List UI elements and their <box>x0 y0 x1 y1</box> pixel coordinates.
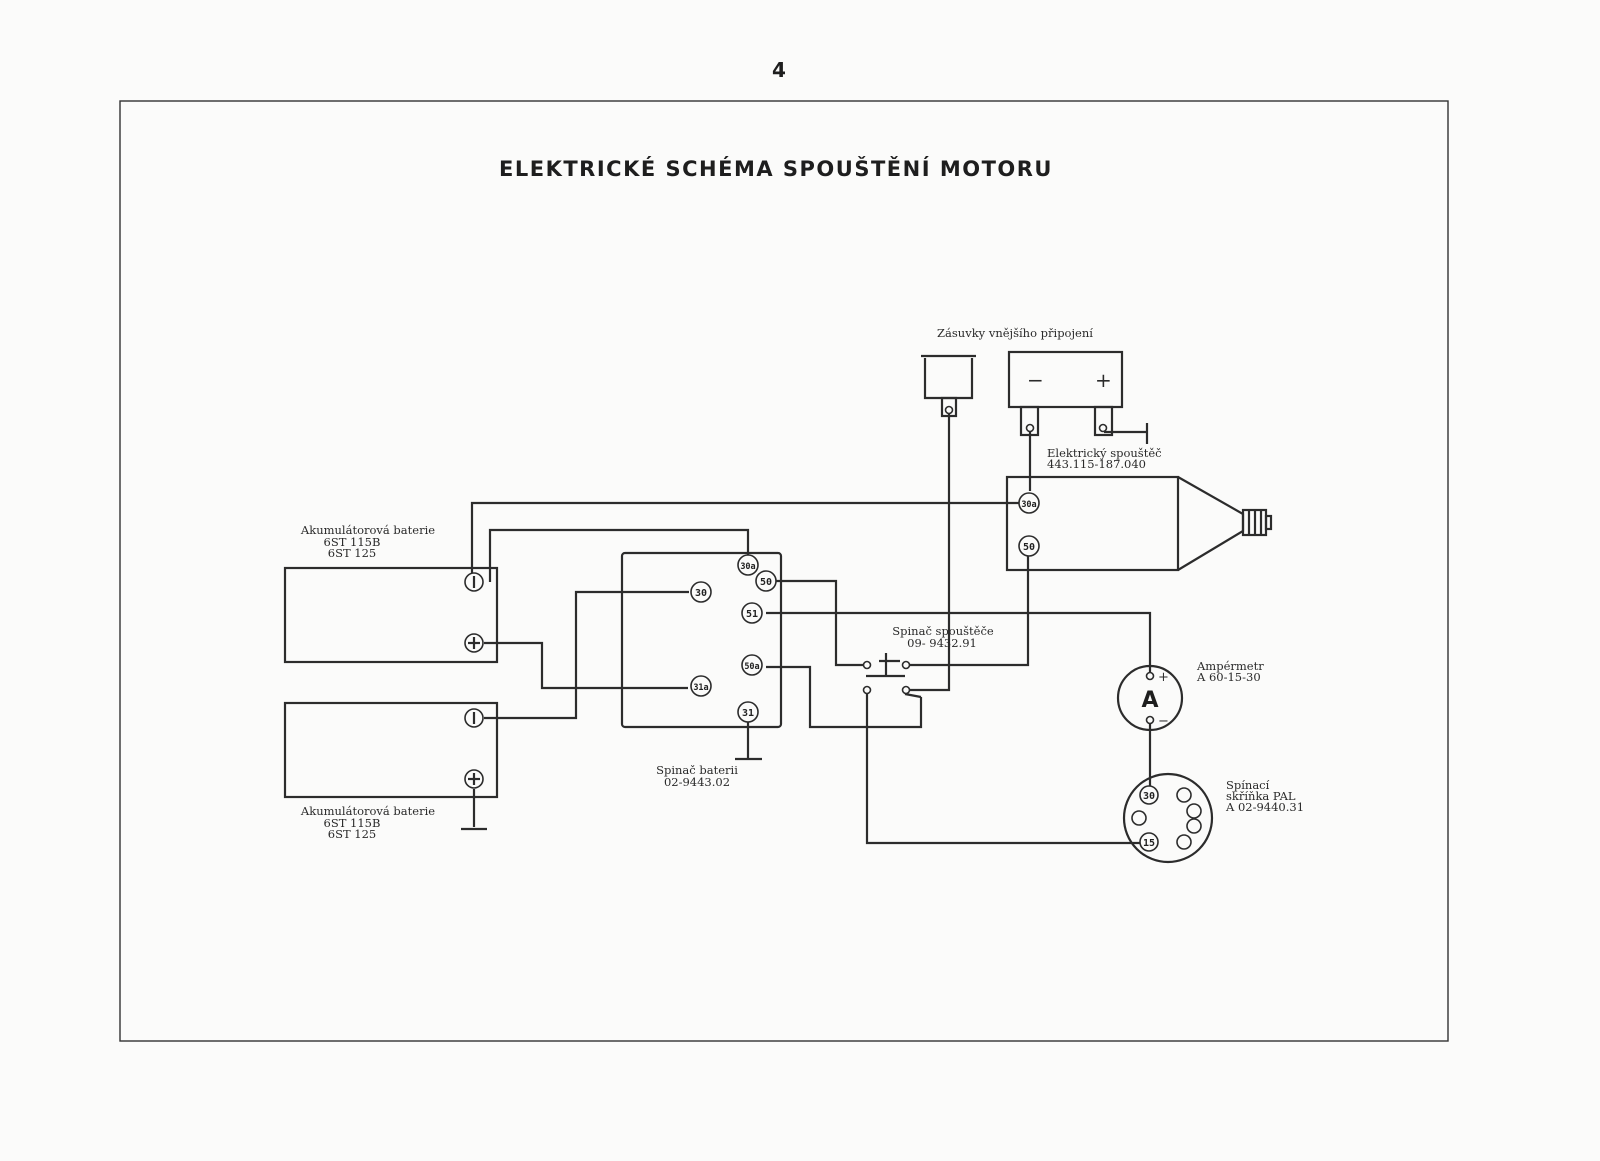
external-socket-box: − + <box>1007 350 1124 437</box>
socket-label: Zásuvky vnějšího připojení <box>937 326 1093 340</box>
external-socket-round <box>921 354 976 418</box>
starter-switch-code: 09- 9432.91 <box>907 636 977 650</box>
socket-minus-sign: − <box>1027 368 1044 392</box>
starter-terminal-50 <box>1018 535 1040 557</box>
wire-battery-plus-to-switch-31a <box>484 641 688 690</box>
battery-switch-name: Spinač baterii <box>656 763 738 777</box>
pal-terminal-15: 15 <box>1143 838 1155 849</box>
battery-switch-51: 51 <box>746 609 758 620</box>
battery-top <box>283 566 499 664</box>
battery-top-type2: 6ST 125 <box>328 546 376 560</box>
starter-switch <box>862 653 922 699</box>
diagram-title: ELEKTRICKÉ SCHÉMA SPOUŠTĚNÍ MOTORU <box>499 156 1053 181</box>
wire-socket-to-starter-switch <box>906 412 951 692</box>
battery-switch-50a: 50a <box>744 662 759 672</box>
battery-switch-30: 30 <box>695 588 707 599</box>
ammeter: A + − <box>1116 664 1184 732</box>
wire-battery2-minus-to-switch-30 <box>484 590 689 720</box>
page-number: 4 <box>772 58 786 82</box>
starter-terminal-30a <box>1018 492 1040 514</box>
starter-terminal-50-label: 50 <box>1023 542 1035 553</box>
ammeter-plus: + <box>1158 670 1169 685</box>
ammeter-code: A 60-15-30 <box>1196 670 1261 684</box>
battery-switch-31: 31 <box>742 708 754 719</box>
battery-bottom <box>283 701 499 799</box>
pal-name-line2: skříňka PAL <box>1226 789 1296 803</box>
battery-switch-code: 02-9443.02 <box>664 775 730 789</box>
pal-terminal-30: 30 <box>1143 791 1155 802</box>
electric-starter: 30a 50 <box>1005 475 1273 572</box>
battery-top-type1: 6ST 115B <box>324 535 381 549</box>
battery-switch-50: 50 <box>760 577 772 588</box>
battery-top-name: Akumulátorová baterie <box>300 523 435 537</box>
pal-code: A 02-9440.31 <box>1225 800 1304 814</box>
starter-switch-name: Spinač spouštěče <box>892 624 994 638</box>
starter-name: Elektrický spouštěč <box>1047 446 1162 460</box>
wire-starter-switch-to-pal-15 <box>865 690 1147 845</box>
wire-switch-51-to-ammeter <box>766 611 1152 676</box>
ammeter-name: Ampérmetr <box>1196 659 1264 673</box>
page-frame <box>119 100 1449 1042</box>
wire-switch-50-to-starter-switch <box>776 579 866 667</box>
wire-battery-minus-to-starter-30a <box>470 501 1019 582</box>
ammeter-symbol: A <box>1141 688 1158 713</box>
ammeter-minus: − <box>1158 714 1169 729</box>
battery-switch-30a: 30a <box>740 562 755 572</box>
wire-battery-minus-to-switch-30a <box>488 528 750 582</box>
pal-name-line1: Spínací <box>1226 778 1270 792</box>
battery-bottom-type1: 6ST 115B <box>324 816 381 830</box>
battery-switch-31a: 31a <box>693 683 708 693</box>
battery-switch: 30a 50 51 30 50a 31a 31 <box>620 551 783 729</box>
battery-bottom-type2: 6ST 125 <box>328 827 376 841</box>
wire-starter-switch-to-starter-50 <box>906 556 1030 667</box>
wires <box>461 412 1152 845</box>
socket-plus-sign: + <box>1095 368 1112 392</box>
battery-bottom-name: Akumulátorová baterie <box>300 804 435 818</box>
pal-switch-box: 30 15 <box>1122 772 1214 864</box>
wire-switch-50a-loop <box>766 665 923 729</box>
starter-code: 443.115-187.040 <box>1047 457 1146 471</box>
starter-terminal-30a-label: 30a <box>1021 500 1036 510</box>
